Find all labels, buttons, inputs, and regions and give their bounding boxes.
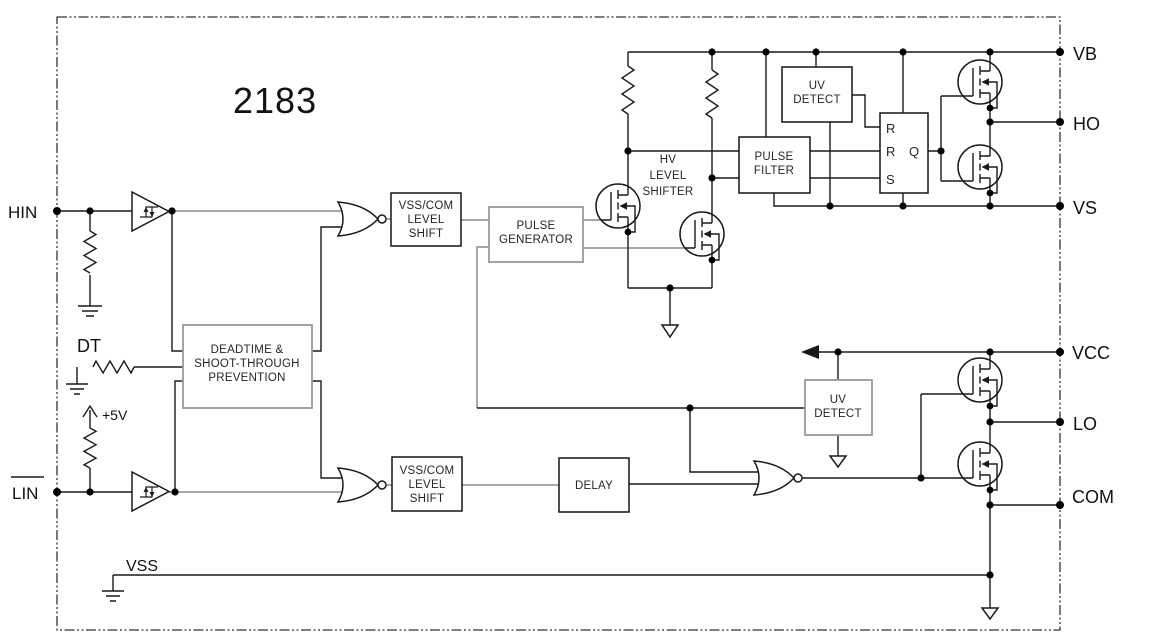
- ground-icon: [66, 305, 124, 602]
- down-arrow-icon: [660, 324, 1000, 621]
- mosfet-icon: [957, 357, 1003, 411]
- junction-dots: [86, 48, 994, 579]
- pin-dots: [53, 48, 1064, 509]
- deadtime-label: PREVENTION: [208, 372, 285, 384]
- pin-label-lo: LO: [1073, 414, 1097, 434]
- pin-label-vs: VS: [1073, 198, 1097, 218]
- pin-label-vcc: VCC: [1072, 343, 1110, 363]
- mosfet-icon: [679, 211, 725, 265]
- ic-boundary: [56, 16, 1061, 631]
- rs-latch-block: R R S Q: [879, 112, 929, 194]
- svg-text:SHIFT: SHIFT: [410, 493, 444, 505]
- svg-text:FILTER: FILTER: [754, 165, 794, 177]
- svg-text:DETECT: DETECT: [793, 94, 841, 106]
- vsscom-level-shift-high-block: VSS/COM LEVEL SHIFT: [390, 192, 462, 247]
- uv-detect-low-block: UV DETECT: [804, 379, 873, 436]
- svg-text:PULSE: PULSE: [517, 220, 556, 232]
- vcc-arrow-icon: [801, 345, 819, 359]
- svg-text:S: S: [886, 172, 895, 187]
- delay-block: DELAY: [558, 457, 630, 513]
- pin-label-vb: VB: [1073, 44, 1097, 64]
- pin-label-vss: VSS: [126, 558, 158, 575]
- deadtime-block: DEADTIME & SHOOT-THROUGH PREVENTION: [182, 324, 313, 409]
- nor-gate-icon: [336, 201, 387, 237]
- uv-detect-high-block: UV DETECT: [781, 66, 853, 123]
- nor-gate-icon: [336, 467, 387, 503]
- mosfet-icon: [957, 144, 1003, 198]
- svg-text:SHIFTER: SHIFTER: [643, 186, 694, 198]
- nor-gate-icon: [752, 460, 803, 496]
- svg-text:Q: Q: [909, 144, 919, 159]
- svg-text:DELAY: DELAY: [575, 480, 613, 492]
- deadtime-label: SHOOT-THROUGH: [194, 358, 299, 370]
- svg-text:LEVEL: LEVEL: [649, 170, 686, 182]
- schmitt-buffer-icon: [131, 191, 170, 232]
- svg-text:VSS/COM: VSS/COM: [400, 465, 455, 477]
- svg-text:R: R: [886, 121, 895, 136]
- svg-text:UV: UV: [830, 394, 847, 406]
- mosfet-icon: [957, 441, 1003, 495]
- svg-text:DETECT: DETECT: [814, 408, 862, 420]
- pin-label-ho: HO: [1073, 114, 1100, 134]
- svg-text:R: R: [886, 144, 895, 159]
- pulse-generator-block: PULSE GENERATOR: [488, 206, 584, 263]
- svg-text:HV: HV: [660, 154, 677, 166]
- plus5v-arrow-icon: [82, 404, 98, 418]
- svg-text:UV: UV: [809, 80, 826, 92]
- part-number: 2183: [233, 80, 317, 121]
- pin-label-dt: DT: [77, 336, 101, 356]
- signal-wires-gray: [169, 210, 685, 493]
- mosfet-icon: [957, 59, 1003, 113]
- mosfet-icon: [595, 183, 641, 237]
- vsscom-level-shift-low-block: VSS/COM LEVEL SHIFT: [391, 456, 463, 512]
- plus5v-label: +5V: [102, 407, 128, 423]
- svg-text:LEVEL: LEVEL: [408, 479, 445, 491]
- svg-text:LEVEL: LEVEL: [407, 214, 444, 226]
- schmitt-buffer-icon: [131, 471, 170, 512]
- svg-text:VSS/COM: VSS/COM: [399, 200, 454, 212]
- resistor-icon: [82, 65, 720, 469]
- signal-wires: [57, 51, 1060, 608]
- pin-label-hin: HIN: [8, 203, 37, 222]
- svg-text:GENERATOR: GENERATOR: [499, 234, 573, 246]
- svg-text:PULSE: PULSE: [755, 151, 794, 163]
- hv-level-shifter-label: HV LEVEL SHIFTER: [643, 154, 694, 198]
- deadtime-label: DEADTIME &: [211, 344, 284, 356]
- pin-label-lin: LIN: [12, 484, 38, 503]
- svg-text:SHIFT: SHIFT: [409, 228, 443, 240]
- pin-label-com: COM: [1072, 487, 1114, 507]
- pulse-filter-block: PULSE FILTER: [738, 136, 811, 194]
